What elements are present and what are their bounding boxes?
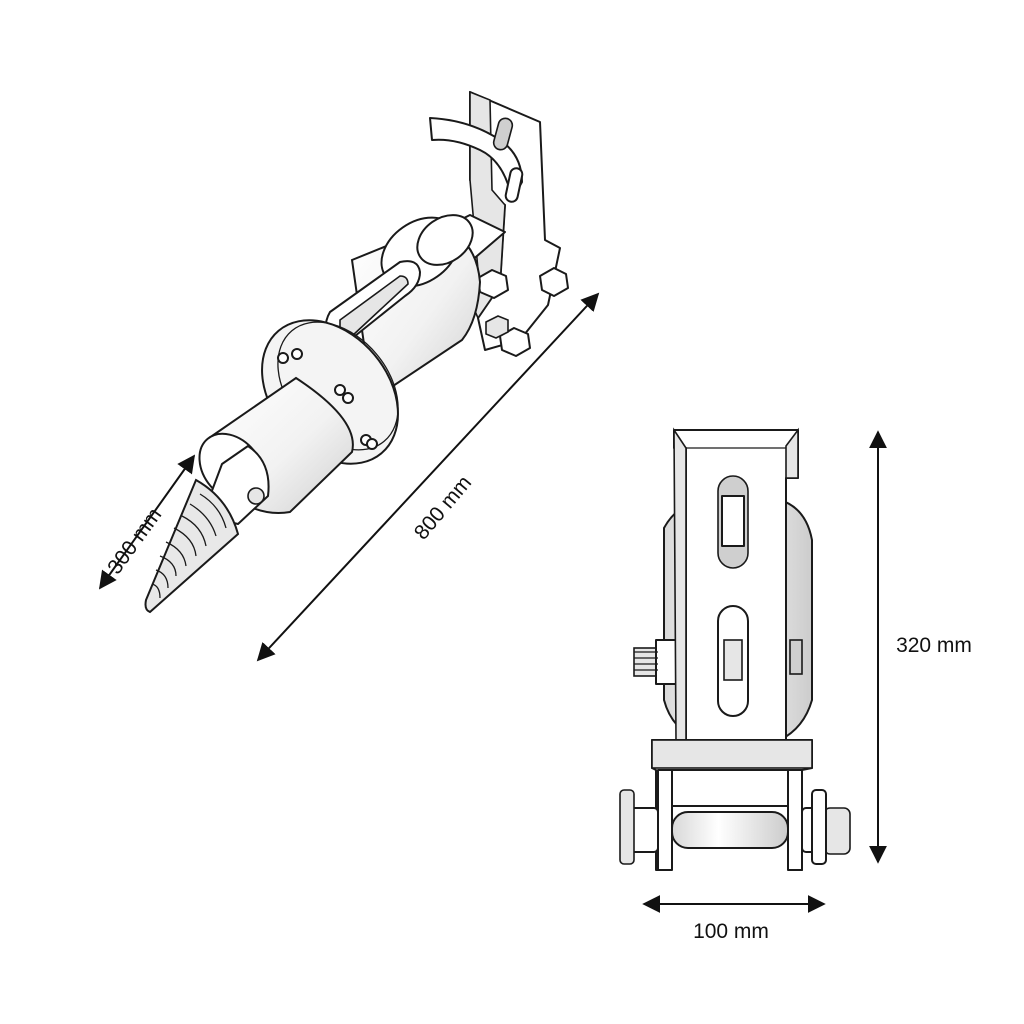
dim-label-width: 100 mm xyxy=(693,920,769,943)
front-axle xyxy=(619,789,851,865)
front-bracket-plate xyxy=(673,427,803,741)
front-view: 320 mm 100 mm xyxy=(619,427,972,943)
front-base xyxy=(651,739,813,871)
dim-label-cone-length: 300 mm xyxy=(103,504,166,579)
dim-width: 100 mm xyxy=(642,895,826,943)
dim-label-height: 320 mm xyxy=(896,634,972,657)
isometric-view: 300 mm 800 mm xyxy=(98,90,600,662)
dim-label-overall-length: 800 mm xyxy=(410,471,476,544)
dim-height: 320 mm xyxy=(869,430,972,864)
